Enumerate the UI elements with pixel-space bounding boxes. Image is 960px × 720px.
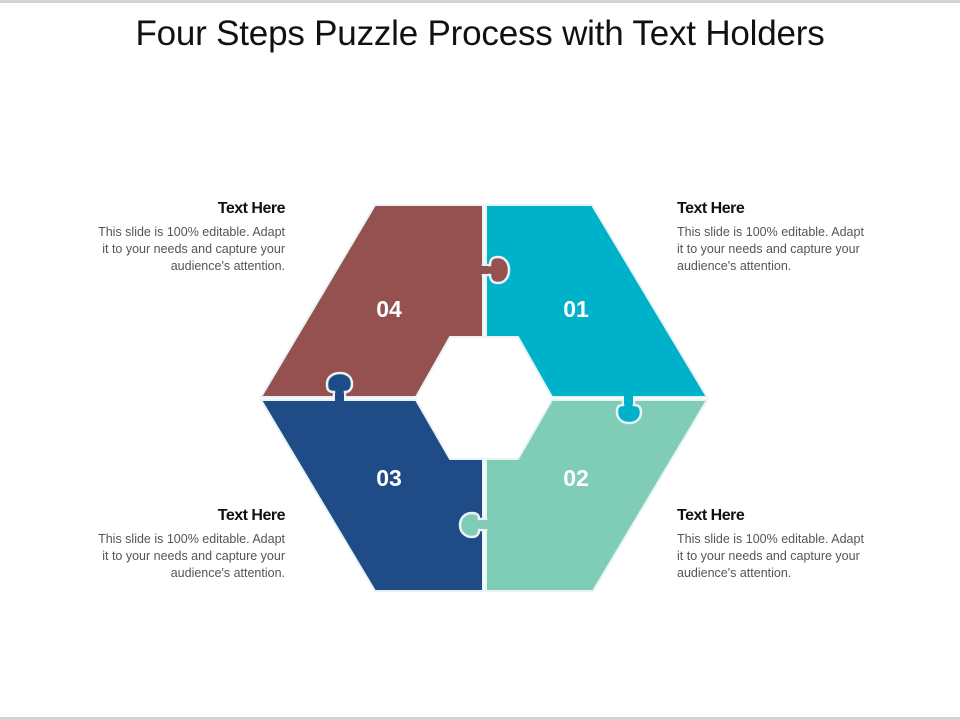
- text-holder-04-heading: Text Here: [217, 200, 286, 217]
- step-number-02: 02: [563, 465, 589, 491]
- step-number-04: 04: [376, 296, 402, 322]
- piece-03-shape: [259, 399, 484, 592]
- tab-04-into-01: [480, 255, 511, 285]
- step-number-03: 03: [376, 465, 402, 491]
- tab-01-into-02: [615, 396, 643, 425]
- text-holder-03-body: This slide is 100% editable. Adapt it to…: [98, 532, 285, 580]
- text-holder-04: Text Here This slide is 100% editable. A…: [55, 200, 285, 275]
- puzzle-piece-04: [259, 204, 484, 398]
- puzzle-piece-03: [259, 399, 484, 592]
- piece-04-shape: [259, 204, 484, 398]
- tab-02-into-03: [458, 511, 489, 539]
- piece-01-shape: [485, 204, 709, 398]
- text-holder-03: Text Here This slide is 100% editable. A…: [55, 507, 285, 582]
- puzzle-piece-02: [485, 399, 709, 592]
- puzzle-piece-01: [485, 204, 709, 398]
- tab-03-into-04: [325, 371, 354, 401]
- step-number-01: 01: [563, 296, 589, 322]
- text-holder-01: Text Here This slide is 100% editable. A…: [677, 200, 907, 275]
- text-holder-03-heading: Text Here: [217, 507, 286, 524]
- top-border: [0, 0, 960, 3]
- text-holder-02-heading: Text Here: [677, 507, 745, 524]
- piece-02-shape: [485, 399, 709, 592]
- bottom-border: [0, 717, 960, 720]
- text-holder-01-body: This slide is 100% editable. Adapt it to…: [677, 225, 864, 273]
- slide-title: Four Steps Puzzle Process with Text Hold…: [135, 14, 825, 53]
- text-holder-02-body: This slide is 100% editable. Adapt it to…: [677, 532, 864, 580]
- text-holder-01-heading: Text Here: [677, 200, 745, 217]
- text-holder-02: Text Here This slide is 100% editable. A…: [677, 507, 907, 582]
- text-holder-04-body: This slide is 100% editable. Adapt it to…: [98, 225, 285, 273]
